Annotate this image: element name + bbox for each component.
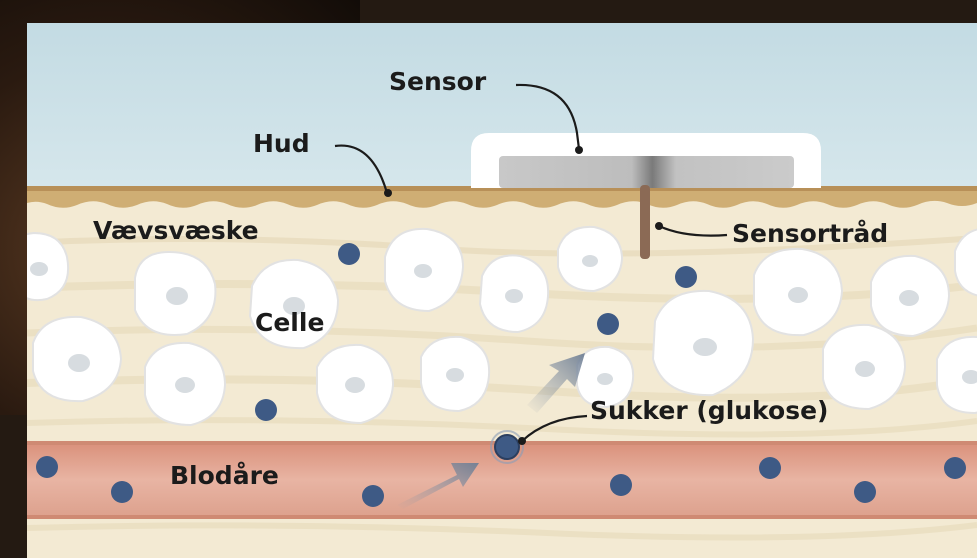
cell: [480, 255, 548, 332]
cell: [871, 256, 949, 336]
label-blood-vessel: Blodåre: [170, 463, 279, 488]
sensor-wire: [640, 185, 650, 259]
label-interstitial-fluid: Vævsvæske: [93, 218, 259, 243]
cell: [823, 325, 905, 409]
cell: [135, 252, 215, 335]
cell: [558, 227, 622, 291]
label-cell: Celle: [255, 310, 324, 335]
cell: [385, 229, 463, 311]
label-sensor-wire: Sensortråd: [732, 221, 888, 246]
cell: [317, 345, 393, 423]
cgm-sensor-diagram: Sensor Hud Vævsvæske Sensortråd Celle Su…: [27, 23, 977, 558]
label-skin: Hud: [253, 131, 310, 156]
highlighted-glucose: [495, 435, 519, 459]
label-sugar: Sukker (glukose): [590, 398, 828, 423]
cell: [754, 249, 842, 335]
cell: [145, 343, 225, 425]
cell: [421, 337, 489, 411]
label-sensor: Sensor: [389, 69, 486, 94]
cell: [937, 337, 977, 413]
cell: [33, 317, 121, 401]
cell: [653, 291, 753, 395]
